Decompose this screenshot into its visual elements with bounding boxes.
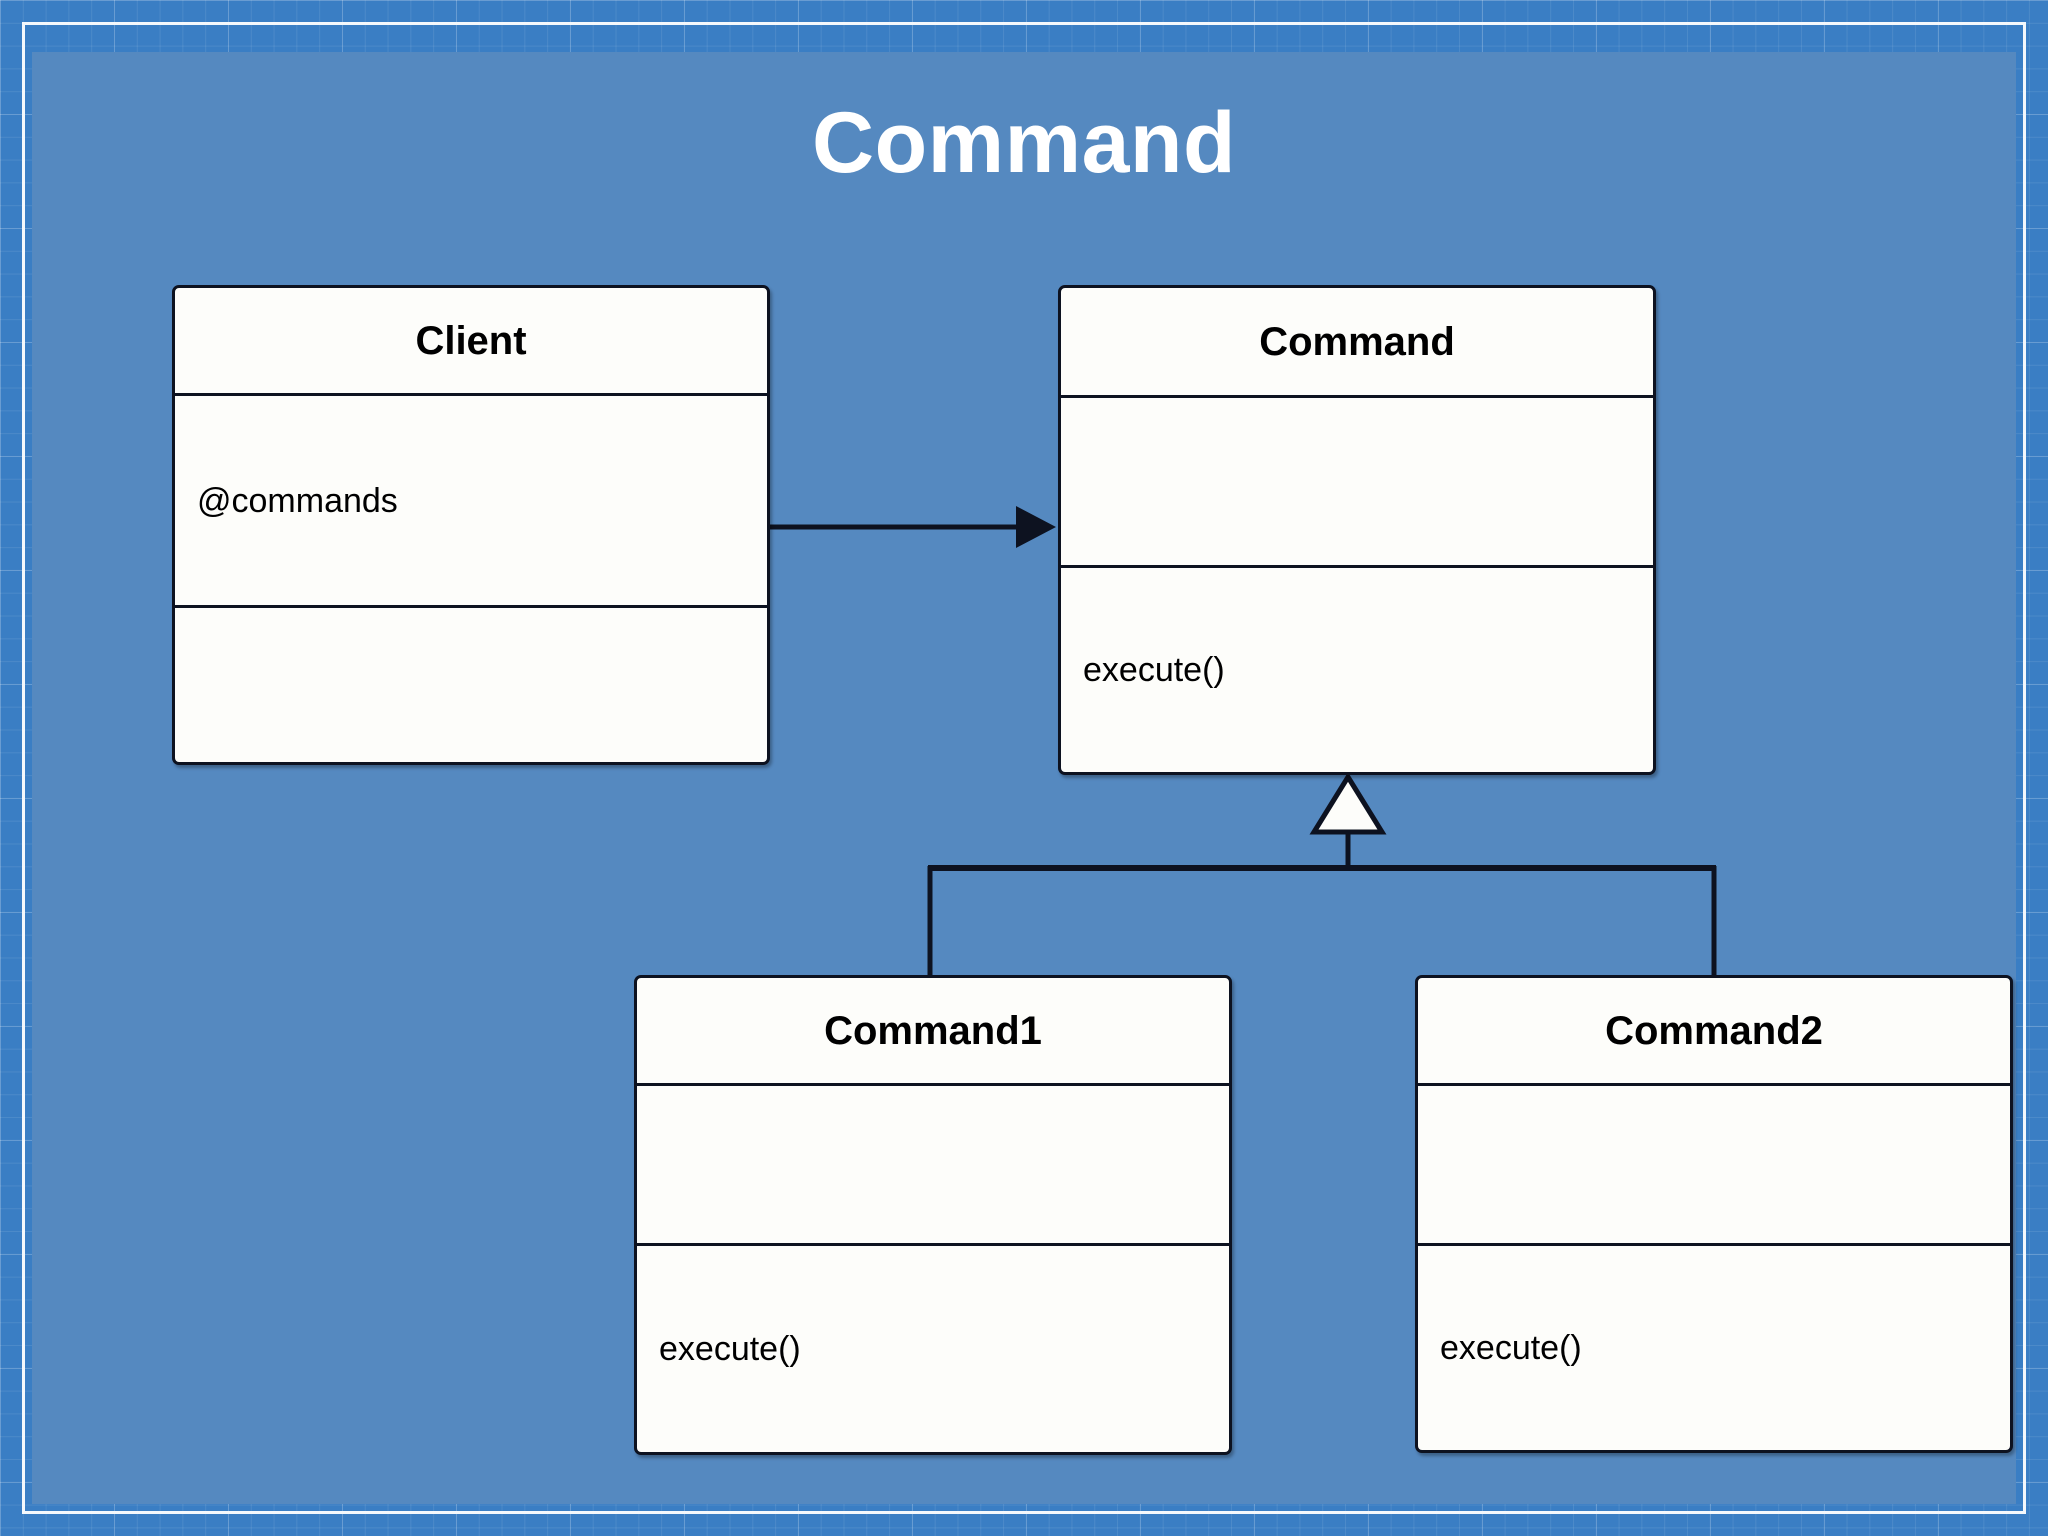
uml-class-name-client: Client bbox=[175, 288, 767, 396]
uml-attributes-command1 bbox=[637, 1086, 1229, 1246]
uml-operation: execute() bbox=[659, 1330, 801, 1368]
uml-attributes-command2 bbox=[1418, 1086, 2010, 1246]
uml-attributes-client: @commands bbox=[175, 396, 767, 608]
uml-class-command1[interactable]: Command1 execute() bbox=[634, 975, 1232, 1455]
uml-operations-client bbox=[175, 608, 767, 762]
slide-frame-line bbox=[22, 22, 2026, 1514]
uml-operation: execute() bbox=[1440, 1329, 1582, 1367]
uml-attribute: @commands bbox=[197, 481, 398, 520]
uml-class-command2[interactable]: Command2 execute() bbox=[1415, 975, 2013, 1453]
uml-operations-command: execute() bbox=[1061, 568, 1653, 772]
uml-class-name-command2: Command2 bbox=[1418, 978, 2010, 1086]
uml-class-name-command1: Command1 bbox=[637, 978, 1229, 1086]
page-title: Command bbox=[812, 95, 1236, 191]
uml-attributes-command bbox=[1061, 398, 1653, 568]
uml-operation: execute() bbox=[1083, 651, 1225, 689]
uml-class-command[interactable]: Command execute() bbox=[1058, 285, 1656, 775]
uml-operations-command2: execute() bbox=[1418, 1246, 2010, 1450]
uml-class-name-command: Command bbox=[1061, 288, 1653, 398]
uml-operations-command1: execute() bbox=[637, 1246, 1229, 1452]
uml-class-client[interactable]: Client @commands bbox=[172, 285, 770, 765]
